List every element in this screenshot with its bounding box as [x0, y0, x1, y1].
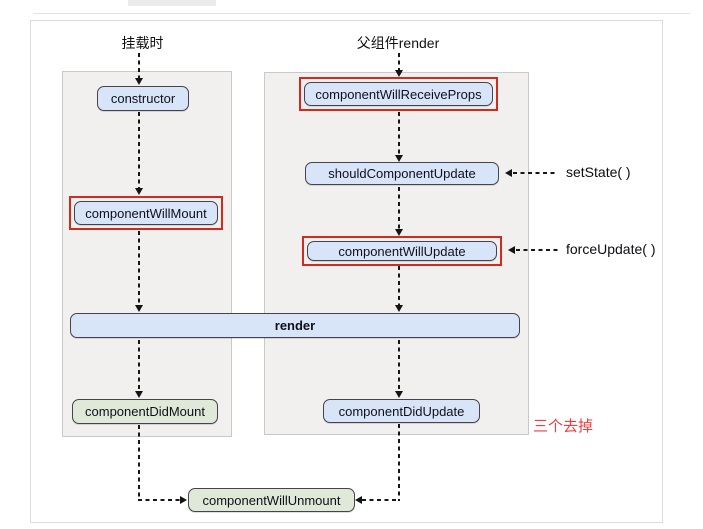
arrowhead-willmount: [135, 188, 143, 195]
arrowhead-willreceive: [395, 70, 403, 77]
arrow-didmount-down: [138, 425, 140, 501]
arrow-constructor-to-willmount: [138, 112, 140, 188]
arrow-shouldupdate-to-willupdate: [398, 187, 400, 229]
arrowhead-setstate: [505, 169, 512, 177]
highlight-box-willreceiveprops: componentWillReceiveProps: [299, 77, 498, 111]
arrow-willupdate-to-render: [398, 266, 400, 305]
arrowhead-unmount-left: [180, 496, 187, 504]
node-render: render: [70, 313, 520, 338]
arrowhead-didmount: [135, 391, 143, 398]
arrowhead-forceupdate: [508, 246, 515, 254]
parent-render-phase-label: 父组件render: [356, 35, 440, 51]
arrow-elbow-right-to-unmount: [362, 499, 400, 501]
highlight-box-willupdate: componentWillUpdate: [302, 236, 502, 266]
arrowhead-render-left: [135, 305, 143, 312]
arrow-mount-to-constructor: [138, 53, 140, 78]
node-componentwillmount: componentWillMount: [74, 201, 218, 225]
arrow-setstate: [513, 172, 558, 174]
top-divider: [33, 13, 690, 14]
screen-fragment: [128, 0, 216, 6]
mount-phase-label: 挂载时: [121, 35, 164, 51]
arrow-willreceive-to-shouldupdate: [398, 112, 400, 155]
arrow-render-to-didupdate: [398, 340, 400, 391]
node-componentdidmount: componentDidMount: [72, 399, 218, 424]
arrowhead-constructor: [135, 78, 143, 85]
arrow-forceupdate: [516, 249, 558, 251]
node-componentwillreceiveprops: componentWillReceiveProps: [304, 82, 493, 106]
highlight-box-willmount: componentWillMount: [69, 196, 223, 230]
arrow-parentrender-to-willreceive: [398, 53, 400, 70]
arrow-elbow-left-to-unmount: [138, 499, 180, 501]
node-shouldcomponentupdate: shouldComponentUpdate: [305, 162, 499, 185]
node-componentwillunmount: componentWillUnmount: [188, 488, 355, 512]
arrow-didupdate-down: [398, 424, 400, 501]
arrowhead-willupdate: [395, 229, 403, 236]
node-componentwillupdate: componentWillUpdate: [307, 241, 497, 261]
arrowhead-render-right: [395, 305, 403, 312]
arrow-render-to-didmount: [138, 340, 140, 391]
node-componentdidupdate: componentDidUpdate: [323, 399, 480, 423]
red-note: 三个去掉: [533, 418, 594, 435]
arrow-willmount-to-render: [138, 231, 140, 304]
arrowhead-shouldupdate: [395, 155, 403, 162]
mount-column-panel: [62, 71, 232, 437]
arrowhead-unmount-right: [355, 496, 362, 504]
node-constructor: constructor: [97, 86, 189, 111]
arrowhead-didupdate: [395, 391, 403, 398]
setstate-label: setState( ): [566, 164, 631, 180]
forceupdate-label: forceUpdate( ): [566, 241, 656, 257]
